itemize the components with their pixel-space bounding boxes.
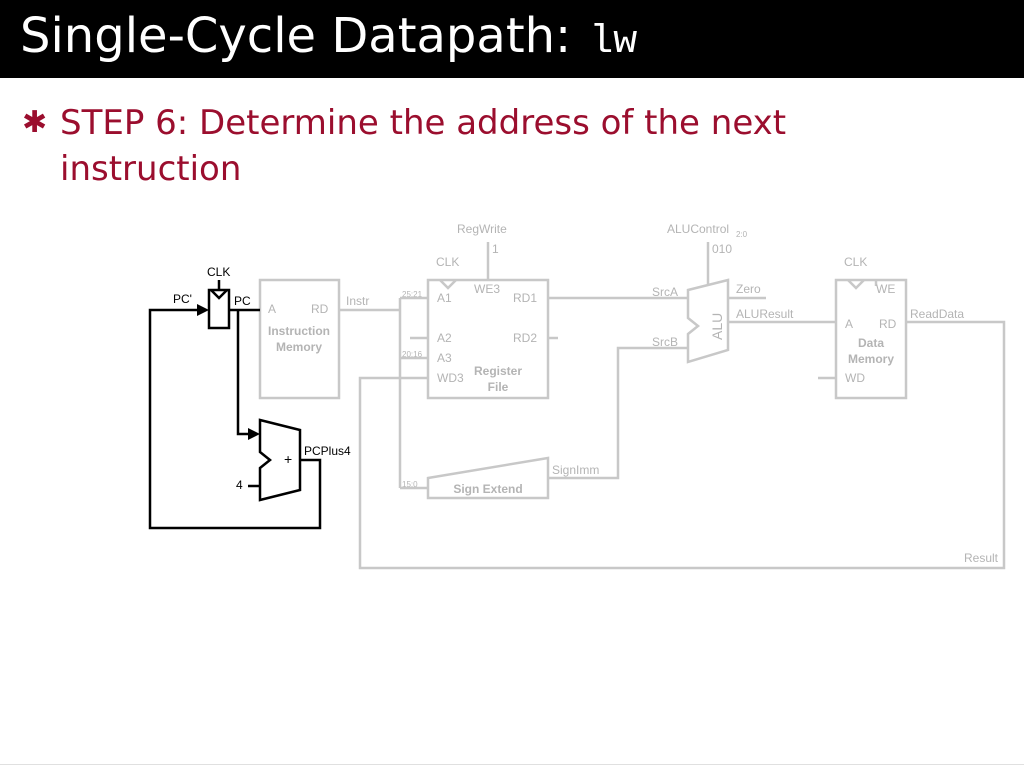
wd3-label: WD3 <box>437 371 464 385</box>
imem-title-1: Instruction <box>268 324 330 338</box>
a1-label: A1 <box>437 291 452 305</box>
active-datapath <box>148 280 322 530</box>
adder-plus-icon: + <box>284 451 292 467</box>
alucontrol-value: 010 <box>712 242 732 256</box>
dm-title-2: Memory <box>848 352 894 366</box>
rf-clk-label: CLK <box>436 255 459 269</box>
srca-label: SrcA <box>652 285 678 299</box>
aluresult-label: ALUResult <box>736 307 794 321</box>
imem-rd-label: RD <box>311 302 329 316</box>
pc-clock-icon <box>210 289 228 300</box>
a2-label: A2 <box>437 331 452 345</box>
imem-title-2: Memory <box>276 340 322 354</box>
data-memory-block <box>834 278 908 400</box>
imem-a-label: A <box>268 302 276 316</box>
const4-label: 4 <box>236 478 243 492</box>
readdata-label: ReadData <box>910 307 964 321</box>
result-wire <box>358 320 1006 570</box>
pcplus4-label: PCPlus4 <box>304 444 351 458</box>
pcprime-arrow <box>197 304 209 316</box>
dm-wd-label: WD <box>845 371 865 385</box>
sign-extend-label: Sign Extend <box>453 482 522 496</box>
rd2-label: RD2 <box>513 331 537 345</box>
dm-clock-icon <box>847 279 865 290</box>
rf-title-1: Register <box>474 364 522 378</box>
alu-label: ALU <box>709 313 725 340</box>
we-label: WE <box>876 282 895 296</box>
sign-extend-block <box>426 456 550 500</box>
pc-adder <box>258 418 302 502</box>
asterisk-bullet-icon: ✱ <box>22 105 48 140</box>
regwrite-value: 1 <box>492 242 499 256</box>
pc-to-adder-wire <box>236 310 250 436</box>
dm-clk-label: CLK <box>844 255 867 269</box>
pc-clk-label: CLK <box>207 265 230 279</box>
inactive-datapath <box>258 242 1006 570</box>
inactive-labels: A RD Instruction Memory Instr 25:21 20:1… <box>268 222 999 565</box>
bits-25-21-label: 25:21 <box>402 290 423 299</box>
pcplus4-wire <box>148 308 322 530</box>
footer-divider <box>0 764 1024 765</box>
alucontrol-label: ALUControl <box>667 222 729 236</box>
we3-label: WE3 <box>474 282 500 296</box>
bits-15-0-label: 15:0 <box>402 480 418 489</box>
pc-adder-arrow <box>248 428 260 440</box>
slide-title: Single-Cycle Datapath: lw <box>20 4 637 75</box>
dm-a-label: A <box>845 317 853 331</box>
title-bar: Single-Cycle Datapath: lw <box>0 0 1024 78</box>
rd1-label: RD1 <box>513 291 537 305</box>
instruction-memory-block <box>258 278 341 400</box>
title-main: Single-Cycle Datapath: <box>20 8 572 64</box>
rf-title-2: File <box>488 380 509 394</box>
bits-20-16-label: 20:16 <box>402 350 423 359</box>
pc-register <box>207 288 231 330</box>
rf-clock-icon <box>439 279 457 290</box>
zero-label: Zero <box>736 282 761 296</box>
dm-title-1: Data <box>858 336 884 350</box>
regwrite-label: RegWrite <box>457 222 507 236</box>
title-code: lw <box>589 20 638 65</box>
pc-prime-label: PC' <box>173 292 192 306</box>
dm-rd-label: RD <box>879 317 897 331</box>
srcb-wire <box>548 346 688 480</box>
bullet-text: STEP 6: Determine the address of the nex… <box>60 103 787 189</box>
signimm-label: SignImm <box>552 463 599 477</box>
instr-label: Instr <box>346 294 369 308</box>
active-labels: CLK PC' PC + PCPlus4 4 <box>173 265 351 492</box>
alucontrol-subscript: 2:0 <box>736 230 748 239</box>
pc-label: PC <box>234 294 251 308</box>
srcb-label: SrcB <box>652 335 678 349</box>
a3-label: A3 <box>437 351 452 365</box>
result-label: Result <box>964 551 999 565</box>
